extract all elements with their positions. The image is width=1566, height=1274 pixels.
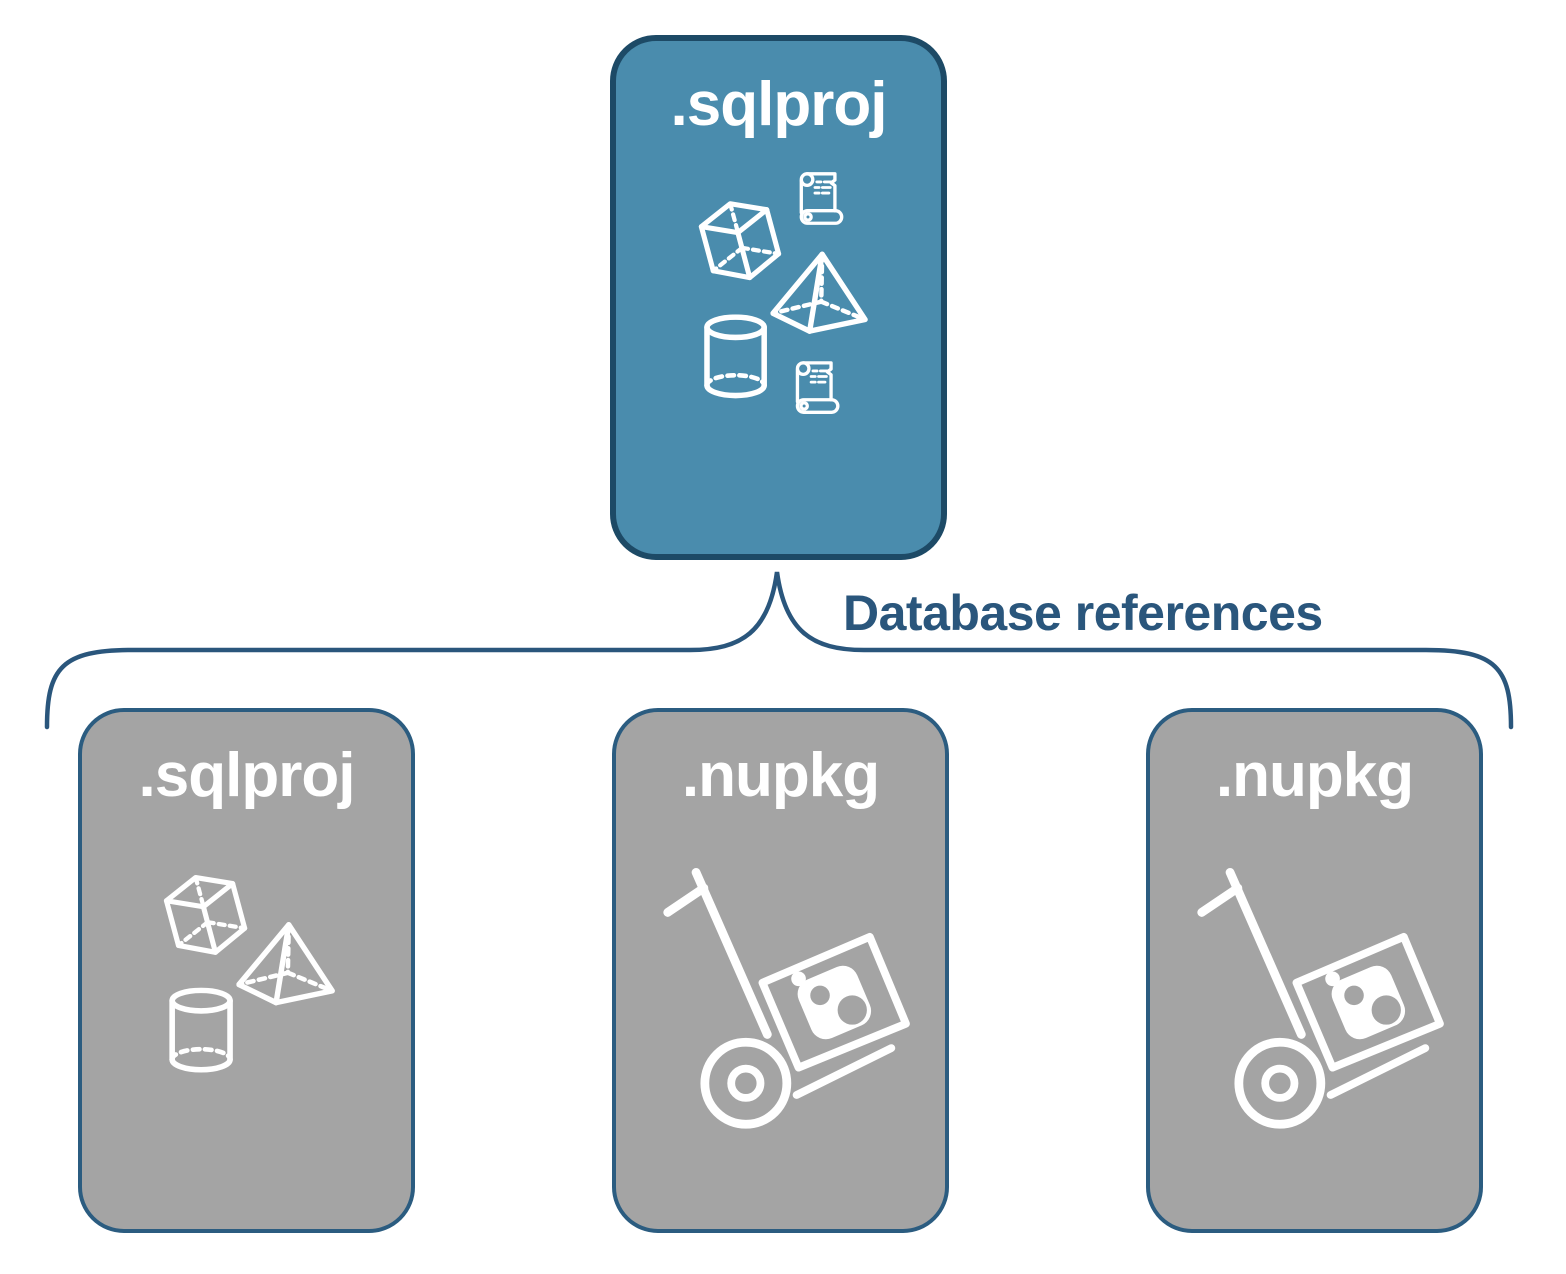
scroll-icon xyxy=(795,361,840,414)
cylinder-icon xyxy=(707,317,764,395)
nuget-handtruck-icon xyxy=(668,872,906,1124)
child-nupkg-card: .nupkg xyxy=(1146,708,1483,1233)
pyramid-icon xyxy=(239,925,332,1003)
parent-sqlproj-card: .sqlproj xyxy=(610,35,947,560)
child-card-title: .nupkg xyxy=(681,741,880,810)
cube-icon xyxy=(701,204,778,278)
child-sqlproj-card: .sqlproj xyxy=(78,708,415,1233)
cube-icon xyxy=(166,878,244,953)
pyramid-icon xyxy=(773,254,865,331)
scroll-icon xyxy=(799,172,844,225)
child-card-title: .sqlproj xyxy=(138,741,356,810)
nuget-handtruck-icon xyxy=(1202,872,1440,1124)
cylinder-icon xyxy=(172,990,230,1069)
child-card-title: .nupkg xyxy=(1215,741,1414,810)
child-nupkg-card: .nupkg xyxy=(612,708,949,1233)
parent-card-title: .sqlproj xyxy=(670,70,888,139)
connector-label: Database references xyxy=(843,585,1323,641)
